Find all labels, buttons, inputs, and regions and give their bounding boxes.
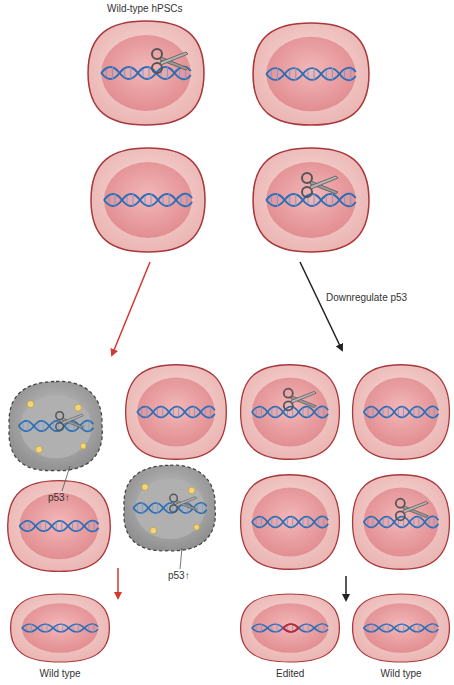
scissors: [396, 499, 428, 521]
p53-label: p53↑: [48, 492, 70, 504]
black-arrow: [345, 576, 347, 600]
black-arrow: [300, 262, 342, 350]
stem-cell: [353, 365, 450, 460]
red-arrow: [117, 568, 119, 598]
scissors: [302, 173, 338, 197]
wild-type-cell: [353, 594, 450, 662]
red-arrow: [112, 262, 150, 355]
heading-label: Wild-type hPSCs: [107, 3, 183, 15]
stem-cell: [241, 475, 340, 570]
leader-line: [180, 548, 182, 569]
dying-cell: [124, 465, 215, 551]
stem-cell: [126, 365, 227, 460]
p53-label: p53↑: [168, 570, 190, 582]
stem-cell: [8, 481, 111, 572]
scissors: [284, 389, 316, 411]
stem-cell: [253, 23, 369, 125]
wild-type-cell: [11, 594, 110, 662]
outcome-label: Wild type: [381, 668, 422, 680]
arrow-label: Downregulate p53: [326, 292, 407, 304]
edited-cell: [241, 594, 340, 662]
scissors: [152, 49, 188, 73]
dying-cell: [9, 381, 102, 470]
outcome-label: Edited: [276, 668, 304, 680]
stem-cell: [88, 21, 204, 125]
leader-line: [62, 466, 70, 491]
stem-cell: [241, 365, 340, 460]
outcome-label: Wild type: [40, 668, 81, 680]
stem-cell: [91, 148, 205, 252]
stem-cell: [253, 148, 369, 252]
stem-cell: [353, 475, 450, 570]
